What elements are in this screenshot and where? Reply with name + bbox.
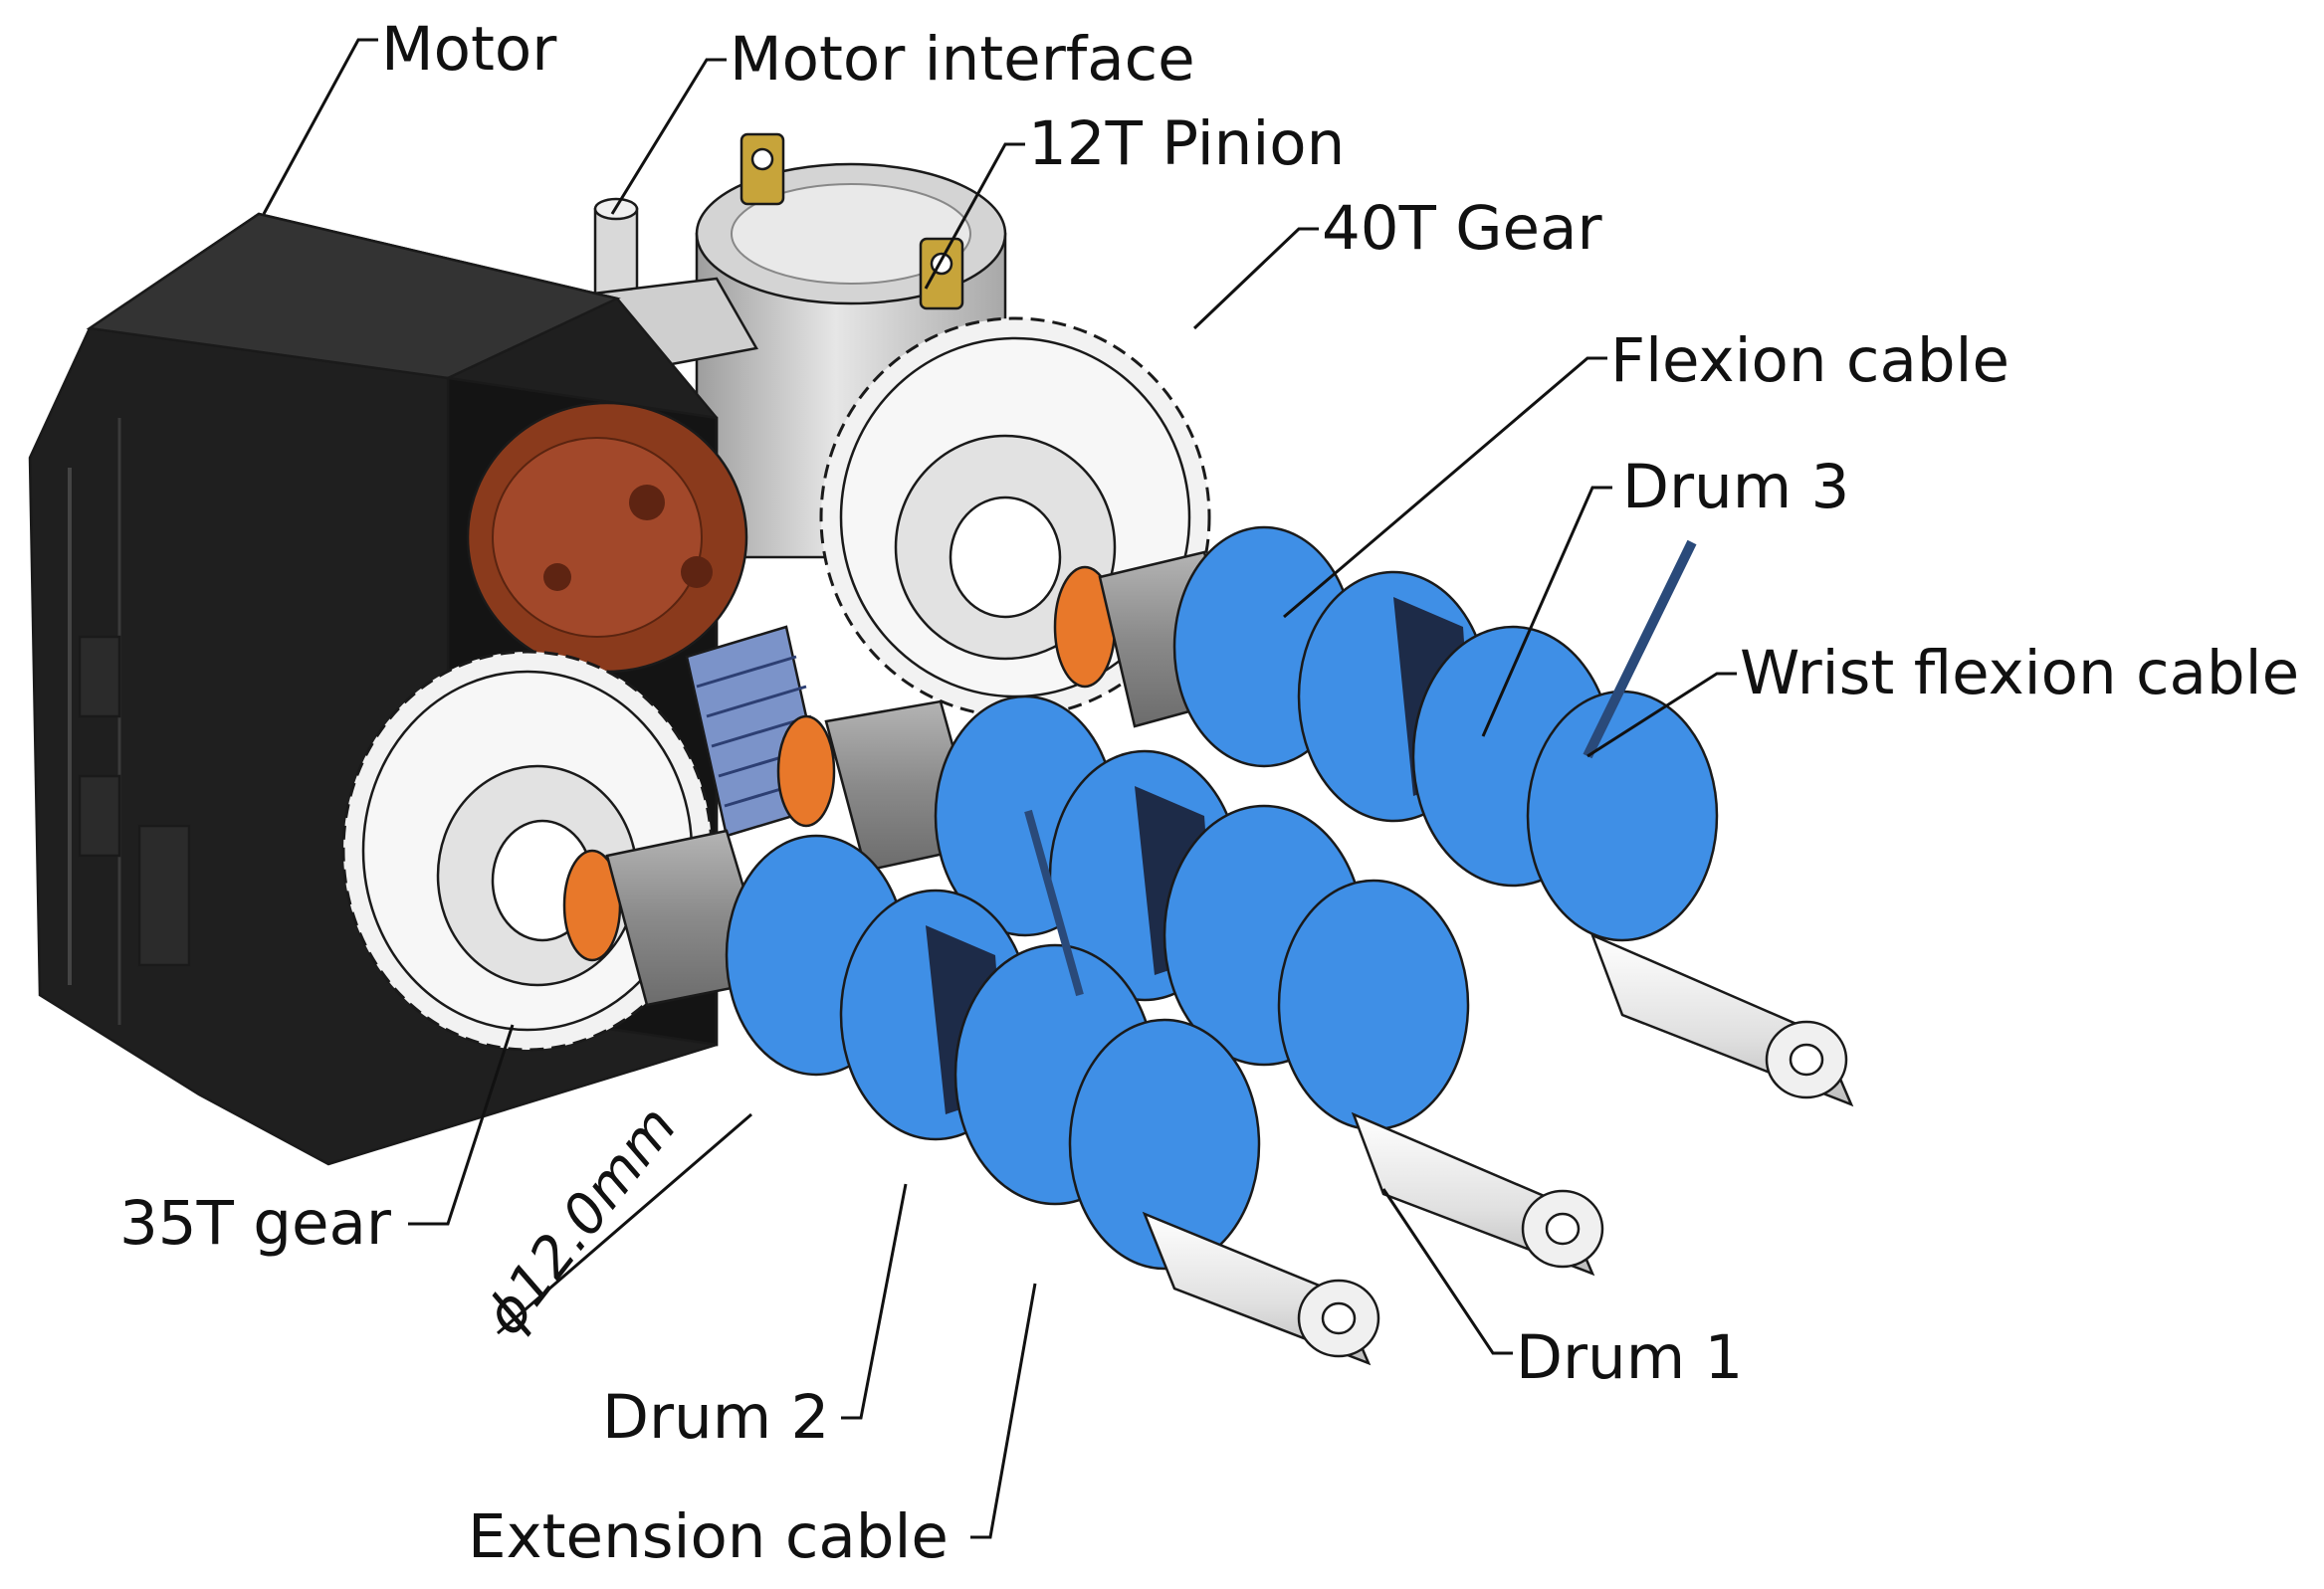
label-drum-3: Drum 3 xyxy=(1622,452,1849,522)
label-wrist-flexion-cable: Wrist flexion cable xyxy=(1740,638,2299,708)
motor-interface-disk xyxy=(466,401,748,674)
terminal-tab-icon xyxy=(919,237,964,310)
label-35t-gear: 35T gear xyxy=(119,1188,392,1259)
label-40t-gear: 40T Gear xyxy=(1322,193,1602,264)
extension-cable-strand xyxy=(1024,809,1084,997)
shaft-assembly-drum3 xyxy=(1053,525,1854,1107)
motor-can xyxy=(695,132,1007,559)
gear-40t xyxy=(819,316,1211,718)
shaft-assembly-drum1 xyxy=(776,695,1604,1277)
label-motor-interface: Motor interface xyxy=(730,24,1195,95)
label-motor: Motor xyxy=(381,14,557,85)
label-extension-cable: Extension cable xyxy=(468,1501,949,1572)
wrist-flexion-cable-strand xyxy=(1583,539,1697,759)
label-12t-pinion: 12T Pinion xyxy=(1028,108,1345,179)
shaft-assembly-drum2 xyxy=(562,829,1380,1366)
leader-lines xyxy=(262,38,1737,1539)
label-diameter: ϕ12.0mm xyxy=(473,1094,690,1346)
label-drum-2: Drum 2 xyxy=(602,1382,829,1453)
label-flexion-cable: Flexion cable xyxy=(1610,325,2009,396)
label-drum-1: Drum 1 xyxy=(1516,1322,1743,1393)
terminal-tab-icon xyxy=(739,132,785,206)
